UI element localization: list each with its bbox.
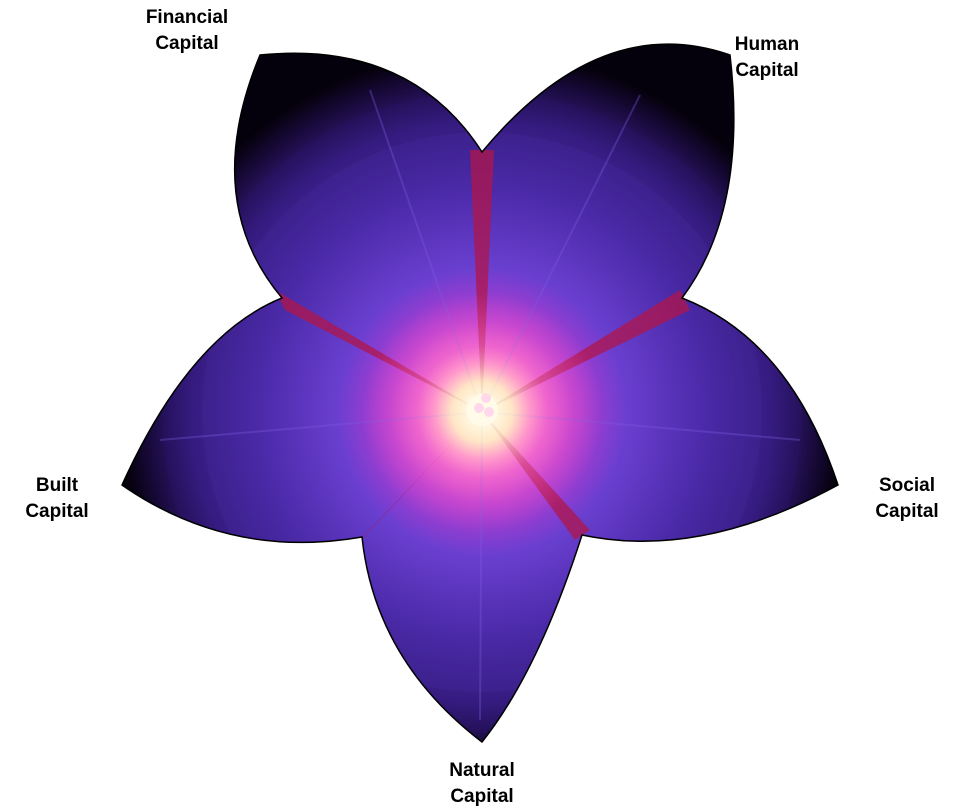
label-human-line2: Capital — [697, 58, 837, 84]
label-financial-line2: Capital — [117, 31, 257, 57]
label-built-line1: Built — [0, 473, 127, 499]
label-financial-capital: Financial Capital — [117, 5, 257, 57]
label-built-line2: Capital — [0, 499, 127, 525]
label-natural-capital: Natural Capital — [412, 758, 552, 810]
label-social-line1: Social — [837, 473, 954, 499]
label-natural-line1: Natural — [412, 758, 552, 784]
label-human-capital: Human Capital — [697, 32, 837, 84]
label-social-line2: Capital — [837, 499, 954, 525]
label-social-capital: Social Capital — [837, 473, 954, 525]
label-financial-line1: Financial — [117, 5, 257, 31]
label-human-line1: Human — [697, 32, 837, 58]
label-natural-line2: Capital — [412, 784, 552, 810]
label-built-capital: Built Capital — [0, 473, 127, 525]
